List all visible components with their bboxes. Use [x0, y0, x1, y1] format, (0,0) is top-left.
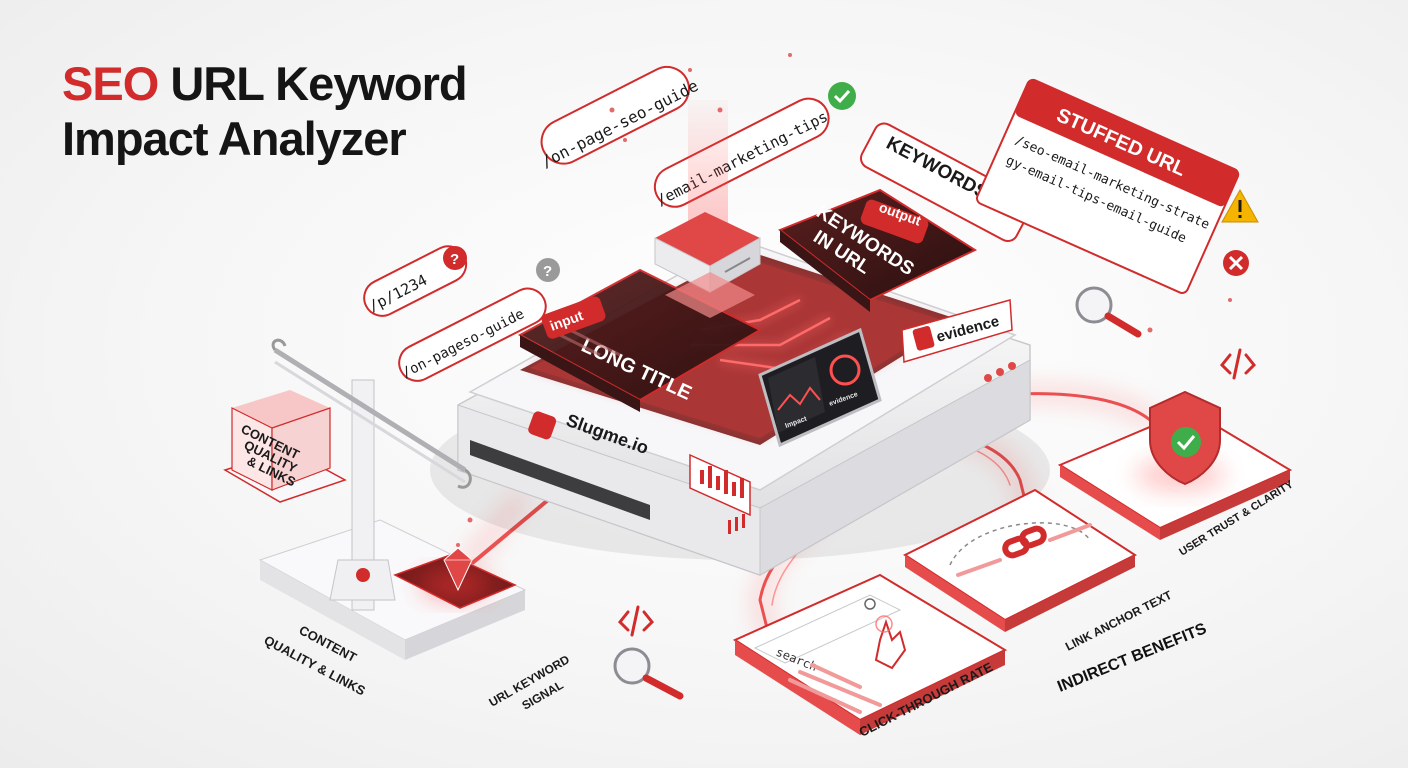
- url-tag-id: /p/1234 ?: [363, 245, 468, 317]
- balance-scale: CONTENT QUALITY & LINKS: [223, 338, 527, 660]
- document-icon: [912, 326, 935, 351]
- code-icon-bottom: [617, 605, 655, 637]
- shield-check-icon: [1149, 390, 1221, 486]
- title-line2: Impact Analyzer: [62, 112, 407, 165]
- chain-link-icon: [1002, 525, 1047, 559]
- svg-text:?: ?: [450, 251, 459, 268]
- error-x-icon: [1223, 250, 1249, 276]
- signal-beam: [468, 488, 562, 567]
- sparkle-dots: [456, 53, 1232, 547]
- url-tag-email-text: /email-marketing-tips: [654, 107, 831, 209]
- label-indirect-benefits: INDIRECT BENEFITS: [1055, 620, 1209, 695]
- anchor-card: [902, 488, 1138, 632]
- title-accent: SEO: [62, 57, 159, 110]
- cursor-hand-icon: [874, 615, 907, 670]
- check-icon: [828, 82, 856, 110]
- ctr-card: search: [732, 573, 1008, 735]
- vent-slots: [728, 514, 745, 534]
- magnifier-icon-bottom: [613, 647, 684, 700]
- url-tag-guide: /on-page-seo-guide: [538, 65, 701, 172]
- question-icon-red: [443, 246, 467, 270]
- warning-icon: [1221, 188, 1259, 223]
- code-icon: [1219, 348, 1257, 380]
- metrics-monitor: Impact evidence: [758, 327, 882, 448]
- question-icon-grey: [536, 258, 560, 282]
- trust-card: [1057, 390, 1293, 540]
- brand-logo-icon: [528, 411, 557, 440]
- bar-graph-icon: [689, 453, 751, 517]
- processor-cube: [654, 100, 761, 318]
- input-badge: input: [541, 296, 606, 339]
- analyzer-engine: LONG TITLE input KEYWORDS IN URL output: [430, 100, 1050, 576]
- search-icon: [864, 598, 876, 610]
- content-quality-cube: CONTENT QUALITY & LINKS: [231, 390, 331, 491]
- title-line1: URL Keyword: [170, 57, 467, 110]
- status-lights: [984, 362, 1016, 382]
- magnifier-icon: [1075, 286, 1142, 338]
- svg-text:?: ?: [543, 263, 552, 280]
- stuffed-url-card: STUFFED URL /seo-email-marketing-strate …: [976, 78, 1259, 294]
- signal-gem-icon: [443, 547, 473, 592]
